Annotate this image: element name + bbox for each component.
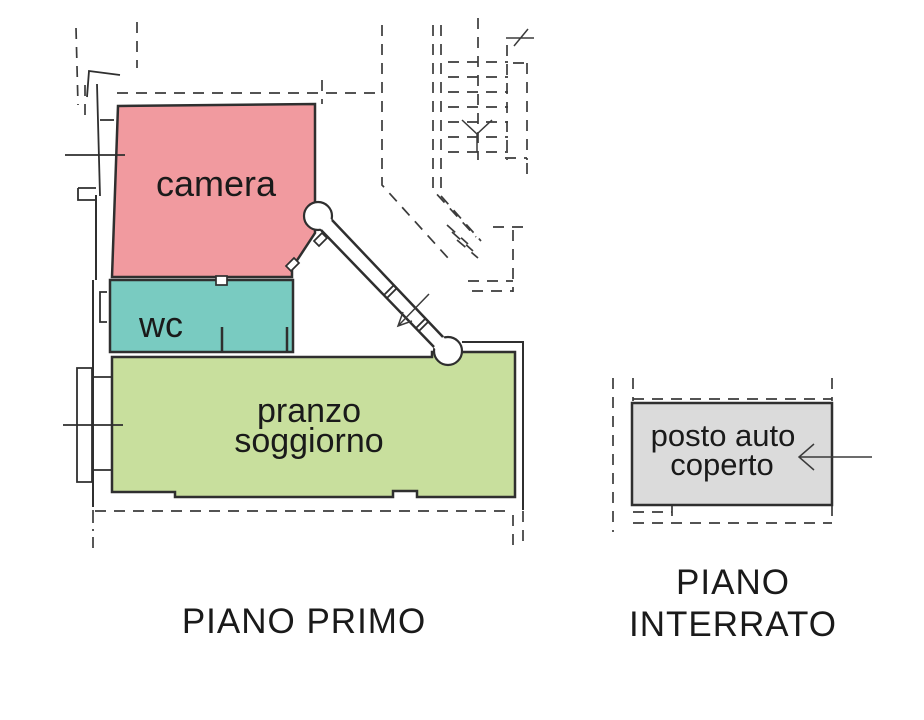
floor-plan-piano-primo: camera wc pranzo soggiorno [63, 18, 534, 641]
wc-window-bracket [99, 291, 107, 323]
corridor-step-ticks [383, 284, 430, 332]
room-pranzo-soggiorno: pranzo soggiorno [92, 195, 524, 510]
stairwell-outline-dashes [381, 18, 530, 292]
door-jambs [284, 231, 329, 273]
arrow-left-icon [797, 443, 872, 471]
stair-direction-mark [461, 28, 534, 152]
upper-boundary-dashes [75, 22, 382, 106]
caption-piano-primo: PIANO PRIMO [182, 602, 426, 641]
corridor-internal-stairs [284, 200, 464, 367]
arrow-down-left-icon [396, 293, 430, 328]
corridor-floor [316, 214, 450, 354]
caption-piano-interrato-line2: INTERRATO [629, 605, 837, 644]
room-wc: wc [108, 275, 295, 354]
room-pranzo-soggiorno-shape [110, 350, 517, 499]
room-posto-auto-label-line1: posto auto [651, 418, 796, 453]
room-posto-auto-label-line2: coperto [670, 447, 773, 482]
terrace-dashes [95, 510, 524, 547]
floor-plan-piano-interrato: posto auto coperto PIANO INTERRATO [612, 378, 872, 644]
room-camera: camera [110, 102, 317, 279]
room-wc-shape [108, 278, 295, 354]
room-camera-shape [110, 102, 317, 279]
stairwell-dashed [381, 18, 534, 292]
corridor-walls [320, 219, 444, 348]
room-pranzo-label-line2: soggiorno [234, 422, 383, 460]
room-pranzo-label-line1: pranzo [257, 392, 361, 430]
caption-piano-interrato-line1: PIANO [676, 563, 790, 602]
room-wc-label: wc [138, 304, 183, 345]
room-posto-auto-shape [630, 401, 834, 507]
room-posto-auto: posto auto coperto [630, 401, 834, 507]
soggiorno-window-symbol [63, 367, 123, 483]
room-camera-label: camera [156, 163, 277, 204]
camera-window-symbol [65, 69, 125, 201]
wc-partition-stubs [220, 327, 289, 352]
garage-boundary-dashes [612, 378, 833, 532]
window-symbols [63, 69, 125, 483]
wc-door-notch [215, 275, 228, 286]
